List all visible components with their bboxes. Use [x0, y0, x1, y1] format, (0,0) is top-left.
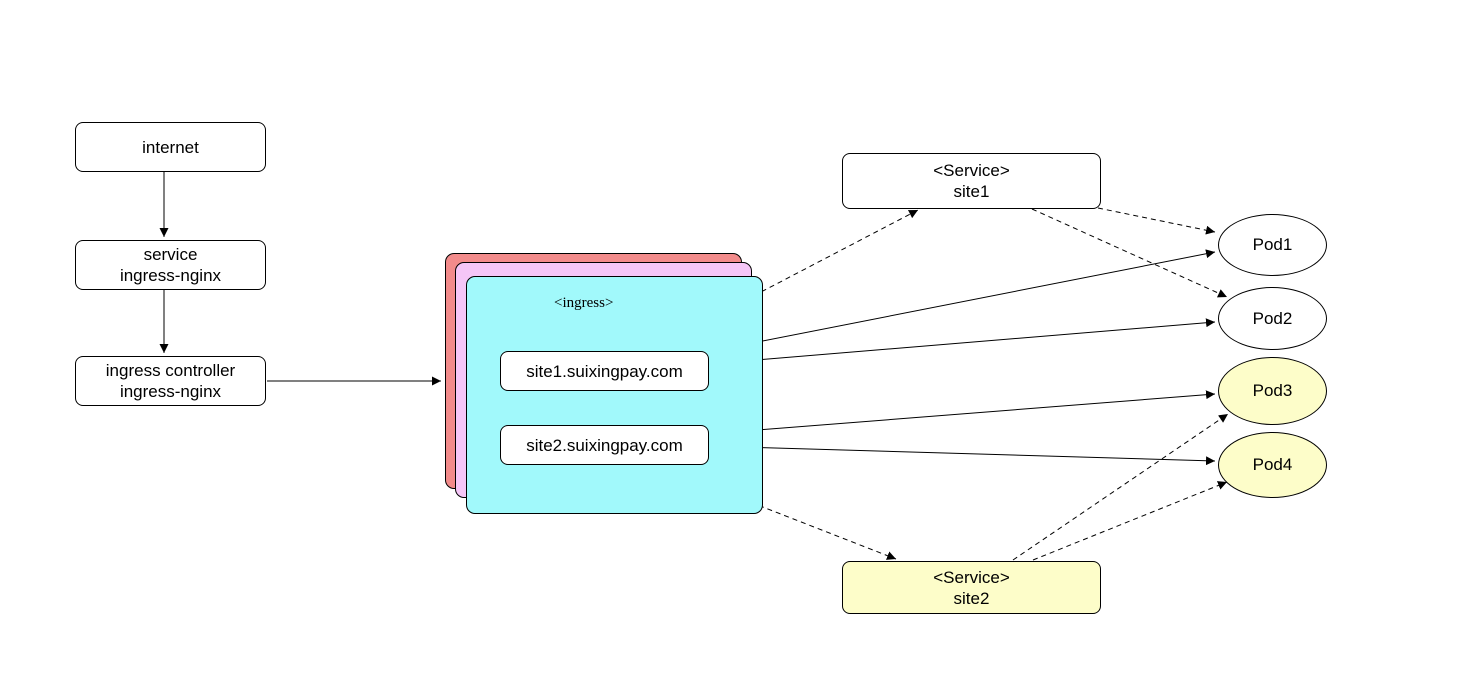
- service-node-line2: ingress-nginx: [119, 266, 222, 285]
- internet-label: internet: [142, 137, 199, 157]
- pod2-node: Pod2: [1218, 287, 1327, 350]
- edge-dashed-arrow: [1012, 413, 1229, 561]
- service-site2-line1: <Service>: [933, 567, 1010, 587]
- controller-node-line1: ingress controller: [105, 361, 236, 380]
- pod3-node: Pod3: [1218, 357, 1327, 425]
- internet-node: internet: [75, 122, 266, 172]
- service-ingress-nginx-node: service ingress-nginx: [75, 240, 266, 290]
- ingress-controller-node: ingress controller ingress-nginx: [75, 356, 266, 406]
- edge-solid-arrow: [706, 249, 1216, 353]
- ingress-title: <ingress>: [554, 295, 614, 311]
- pod4-node: Pod4: [1218, 432, 1327, 498]
- host-site1-node: site1.suixingpay.com: [500, 351, 709, 391]
- edge-dashed-arrow: [1032, 481, 1228, 561]
- controller-node-line2: ingress-nginx: [119, 382, 222, 401]
- pod2-label: Pod2: [1252, 308, 1293, 328]
- edge-solid-arrow: [706, 390, 1216, 435]
- pod1-label: Pod1: [1252, 235, 1293, 254]
- service-site2-node: <Service> site2: [842, 561, 1101, 614]
- service-site1-line2: site1: [953, 182, 990, 201]
- service-site2-line2: site2: [953, 588, 990, 608]
- pod4-label: Pod4: [1252, 455, 1293, 474]
- edge-dashed-arrow: [1097, 207, 1216, 235]
- pod3-label: Pod3: [1252, 381, 1293, 400]
- edge-solid-arrow: [706, 318, 1216, 365]
- edge-dashed-arrow: [1031, 208, 1228, 298]
- host-site1-label: site1.suixingpay.com: [526, 361, 683, 381]
- service-node-line1: service: [143, 245, 198, 264]
- service-site1-node: <Service> site1: [842, 153, 1101, 209]
- host-site2-label: site2.suixingpay.com: [526, 435, 683, 455]
- ingress-layer-front: [466, 276, 763, 514]
- host-site2-node: site2.suixingpay.com: [500, 425, 709, 465]
- service-site1-line1: <Service>: [933, 161, 1010, 180]
- edge-dashed-arrow: [649, 462, 897, 560]
- edge-solid-arrow: [706, 445, 1216, 466]
- pod1-node: Pod1: [1218, 214, 1327, 276]
